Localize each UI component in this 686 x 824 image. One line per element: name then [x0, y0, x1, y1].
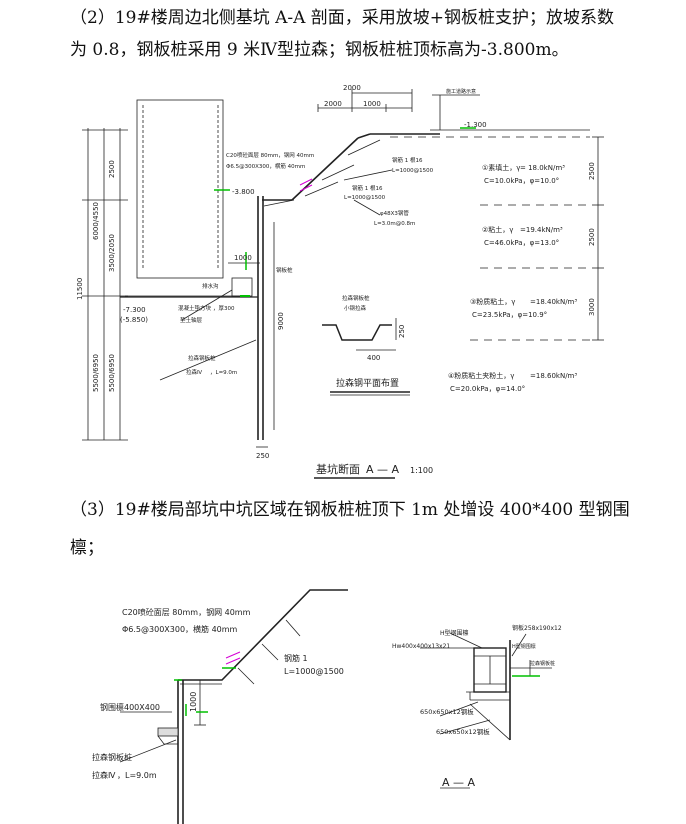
dim-label: 2500 [588, 228, 596, 246]
cushion-label: 垫土轴层 [180, 316, 203, 324]
drain-label: 排水沟 [202, 282, 219, 290]
section-scale: 1:100 [410, 466, 433, 475]
paragraph-line: （3）19#楼局部坑中坑区域在钢板桩桩顶下 1m 处增设 400*400 型钢围 [70, 500, 630, 520]
cushion-label: ，厚300 [213, 305, 235, 312]
drain-side-label: 钢板桩 [276, 266, 293, 274]
spray-label: Φ6.5@300X300，横筋 40mm [122, 624, 238, 634]
soil-label: C=23.5kPa，φ=10.9° [472, 311, 547, 319]
soil-label: C=46.0kPa，φ=13.0° [484, 239, 559, 247]
spray-label: C20喷砼面层 80mm，钢网 40mm [122, 607, 251, 617]
dim-label: 1000 [189, 692, 198, 712]
dim-label: 2500 [588, 162, 596, 180]
pile-label: 拉森Ⅳ [92, 770, 116, 780]
elevation-label: -3.800 [232, 188, 255, 196]
soil-label: C=10.0kPa，φ=10.0° [484, 177, 559, 185]
dim-label: 2500 [108, 160, 116, 178]
magenta-marker-icon [299, 178, 313, 192]
plate-label: 650x650x12钢板 [436, 727, 490, 736]
spray-label: Φ6.5@300X300，横筋 40mm [226, 162, 305, 170]
section-title: 基坑断面 [316, 462, 360, 476]
soil-label: ①素填土，γ [482, 163, 520, 172]
magenta-marker-icon [225, 651, 241, 665]
section-name: A — A [366, 463, 400, 476]
soil-label: ④粉质粘土夹粉土，γ [448, 371, 514, 380]
nail-label: 钢筋 1 根16 [352, 184, 383, 192]
pile-label: ，L=9.0m [210, 370, 237, 376]
soil-label: = 18.0kN/m³ [520, 164, 565, 172]
pile-label: 拉森钢板桩 [92, 752, 132, 762]
paragraph-line: （2）19#楼周边北侧基坑 A-A 剖面，采用放坡+钢板桩支护；放坡系数 [70, 8, 615, 28]
pile-label: ，L=9.0m [117, 771, 157, 780]
soil-label: ②粘土，γ [482, 225, 513, 234]
soil-label: ③粉质粘土，γ [470, 297, 515, 306]
dim-label: 9000 [277, 312, 285, 330]
h-beam-label: H型钢围檩 [440, 629, 469, 637]
dim-label: 5500/6950 [108, 354, 116, 392]
elevation-label: -1.300 [464, 121, 487, 129]
dim-label: 250 [256, 452, 269, 460]
dim-label: 1000 [234, 254, 252, 262]
h-beam-spec: Hw400x400x13x21 [392, 643, 450, 650]
plate-label: 钢板258x190x12 [512, 624, 562, 632]
nail-label: 钢筋 1 [284, 653, 308, 663]
waler-label: 钢围檩400X400 [100, 702, 160, 712]
pile-label: 拉森钢板桩 [188, 354, 216, 362]
soil-label: =18.40kN/m³ [530, 298, 577, 306]
elevation-label: (-5.850) [120, 316, 148, 324]
nail-label: L=1000@1500 [392, 168, 434, 174]
soil-label: =18.60kN/m³ [530, 372, 577, 380]
soil-label: =19.4kN/m³ [520, 226, 563, 234]
pipe-label: L=3.0m@0.8m [374, 221, 415, 227]
plate-label: 650x650x12钢板 [420, 707, 474, 716]
elevation-label: -7.300 [123, 306, 146, 314]
paragraph-line: 为 0.8，钢板桩采用 9 米Ⅳ型拉森；钢板桩桩顶标高为-3.800m。 [70, 40, 569, 60]
nail-label: 钢筋 1 根16 [392, 156, 423, 164]
nail-label: L=1000@1500 [284, 667, 344, 676]
plan-title: 拉森钢平面布置 [336, 377, 399, 389]
dim-label: 11500 [76, 278, 84, 300]
pipe-label: φ48X3钢管 [380, 209, 409, 217]
dim-label: 3000 [588, 298, 596, 316]
section-name: A — A [442, 776, 476, 789]
dim-label: 3500/2050 [108, 234, 116, 272]
dim-label: 5500/6950 [92, 354, 100, 392]
plan-label: 拉森钢板桩 [342, 294, 370, 302]
dim-label: 1000 [363, 100, 381, 108]
paragraph-line: 檩； [70, 538, 104, 558]
dim-label: 2000 [324, 100, 342, 108]
plan-label: 小钢拉森 [344, 304, 367, 312]
dim-label: 2000 [343, 84, 361, 92]
h-beam-label: H型钢围檩 [512, 643, 536, 650]
dim-label: 6000/4550 [92, 202, 100, 240]
nail-label: L=1000@1500 [344, 195, 386, 201]
dim-label: 250 [398, 325, 406, 338]
pile-side-label: 拉森钢板桩 [530, 660, 555, 667]
paragraph-section-3: （3）19#楼局部坑中坑区域在钢板桩桩顶下 1m 处增设 400*400 型钢围… [70, 494, 630, 564]
soil-label: C=20.0kPa，φ=14.0° [450, 385, 525, 393]
spray-label: C20喷砼面层 80mm，钢网 40mm [226, 151, 314, 159]
cushion-label: 混凝土垫方块 [178, 304, 212, 312]
dim-label: 400 [367, 354, 380, 362]
road-label: 施工道路示意 [446, 88, 476, 95]
paragraph-section-2: （2）19#楼周边北侧基坑 A-A 剖面，采用放坡+钢板桩支护；放坡系数 为 0… [70, 2, 630, 66]
pile-label: 拉森Ⅳ [186, 368, 203, 376]
